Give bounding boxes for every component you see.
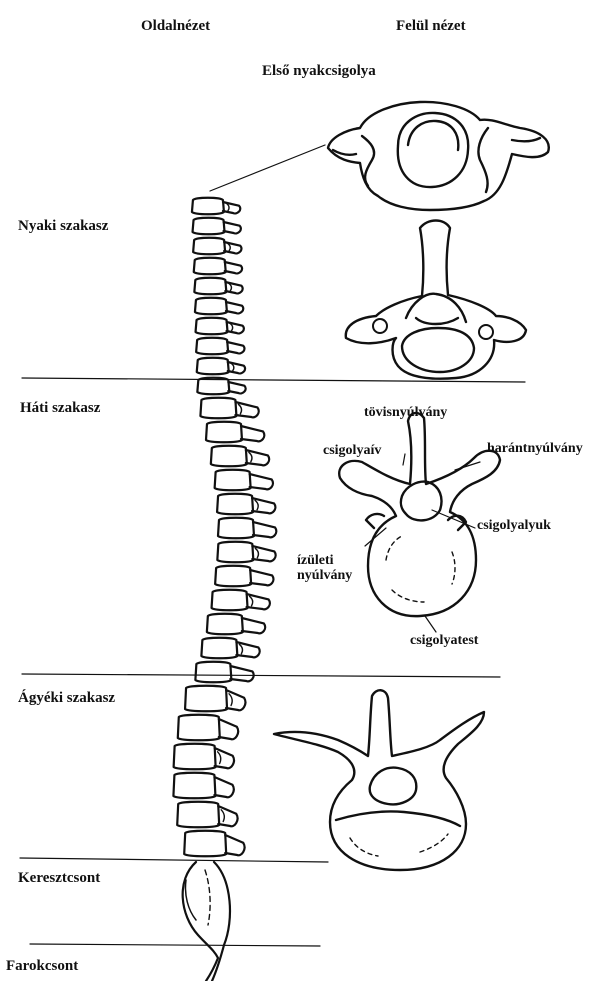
vertebra-process — [241, 426, 264, 441]
divider-sacrum-coccyx — [30, 944, 320, 946]
cervical-top-view — [346, 221, 526, 379]
first-cervical-title: Első nyakcsigolya — [262, 63, 376, 80]
vertebra-facet — [249, 452, 252, 461]
vertebra-facet — [229, 694, 232, 706]
spinous-process-label: tövisnyúlvány — [364, 405, 447, 420]
sacrum-coccyx — [183, 862, 230, 981]
vertebra-process — [226, 690, 245, 710]
vertebra-side — [206, 422, 242, 443]
vertebra-process — [230, 666, 253, 681]
vertebra-side — [197, 378, 229, 395]
vertebra-facet — [239, 644, 242, 653]
vertebra-process — [224, 242, 241, 253]
vertebra-process — [226, 302, 243, 313]
vertebra-side — [177, 802, 219, 828]
vertebra-facet — [218, 752, 221, 764]
vertebra-side — [192, 198, 224, 215]
vertebra-side — [195, 298, 227, 315]
top-view-header: Felül nézet — [396, 18, 466, 35]
atlas-top-view — [328, 102, 549, 210]
divider-thoracic-lumbar — [22, 674, 500, 677]
vertebra-process — [224, 222, 241, 233]
articular-process-label: ízületi nyúlvány — [297, 553, 352, 584]
vertebra-side — [207, 614, 243, 635]
vertebra-side — [200, 398, 236, 419]
vertebra-process — [227, 322, 244, 333]
vertebra-side — [218, 518, 254, 539]
vertebra-process — [223, 202, 240, 213]
vertebra-process — [225, 262, 242, 273]
articular-process-line2: nyúlvány — [297, 568, 352, 583]
spine-side-view — [173, 198, 276, 857]
vertebra-side — [193, 238, 225, 255]
transverse-process-label: harántnyúlvány — [487, 441, 583, 456]
vertebra-side — [184, 831, 226, 857]
vertebra-side — [173, 773, 215, 799]
articular-process-line1: ízületi — [297, 553, 352, 568]
vertebral-foramen-label: csigolyalyuk — [477, 518, 551, 533]
vertebra-process — [215, 748, 234, 768]
lumbar-top-view — [274, 690, 484, 870]
section-sacrum-label: Keresztcsont — [18, 870, 100, 887]
vertebra-side — [215, 566, 251, 587]
vertebra-process — [228, 382, 245, 393]
section-lumbar-label: Ágyéki szakasz — [18, 690, 115, 707]
vertebra-process — [225, 282, 242, 293]
vertebral-body-label: csigolyatest — [410, 633, 478, 648]
vertebra-side — [174, 744, 216, 770]
vertebra-process — [253, 522, 276, 537]
vertebra-process — [250, 474, 273, 489]
vertebra-side — [217, 494, 253, 515]
vertebra-side — [211, 446, 247, 467]
vertebra-process — [227, 342, 244, 353]
vertebra-side — [194, 278, 226, 295]
vertebra-side — [178, 715, 220, 741]
vertebra-side — [194, 258, 226, 275]
vertebra-side — [201, 638, 237, 659]
vertebra-side — [197, 358, 229, 375]
vertebra-process — [250, 570, 273, 585]
vertebra-process — [219, 719, 238, 739]
vertebra-facet — [238, 404, 241, 413]
vertebra-facet — [221, 810, 224, 822]
vertebra-process — [242, 618, 265, 633]
vertebra-process — [214, 777, 233, 797]
section-coccyx-label: Farokcsont — [6, 958, 78, 975]
vertebra-side — [217, 542, 253, 563]
vertebra-side — [185, 686, 227, 712]
vertebra-side — [196, 318, 228, 335]
section-thoracic-label: Háti szakasz — [20, 400, 100, 417]
vertebra-process — [218, 806, 237, 826]
pointer-atlas — [210, 145, 325, 191]
vertebra-side — [215, 470, 251, 491]
vertebra-facet — [255, 548, 258, 557]
side-view-header: Oldalnézet — [141, 18, 210, 35]
vertebra-process — [228, 362, 245, 373]
vertebra-side — [212, 590, 248, 611]
vertebra-side — [196, 338, 228, 355]
vertebral-arch-label: csigolyaív — [323, 443, 381, 458]
divider-lumbar-sacrum — [20, 858, 328, 862]
section-cervical-label: Nyaki szakasz — [18, 218, 108, 235]
vertebra-side — [195, 662, 231, 683]
vertebra-facet — [250, 596, 253, 605]
vertebra-side — [193, 218, 225, 235]
vertebra-facet — [255, 500, 258, 509]
vertebra-process — [225, 835, 244, 855]
